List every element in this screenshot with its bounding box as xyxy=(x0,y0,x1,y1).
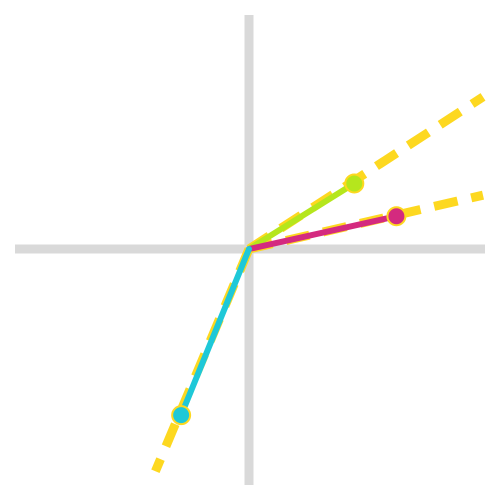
vector-green-endpoint xyxy=(344,173,365,194)
vector-magenta xyxy=(246,213,400,252)
vectors xyxy=(178,180,400,419)
vector-cyan xyxy=(178,246,252,419)
vector-magenta-endpoint xyxy=(386,206,407,227)
vector-cyan-endpoint xyxy=(171,405,192,426)
vector-green xyxy=(246,180,358,252)
endpoint-markers xyxy=(171,173,407,426)
guide-rays xyxy=(151,93,486,474)
